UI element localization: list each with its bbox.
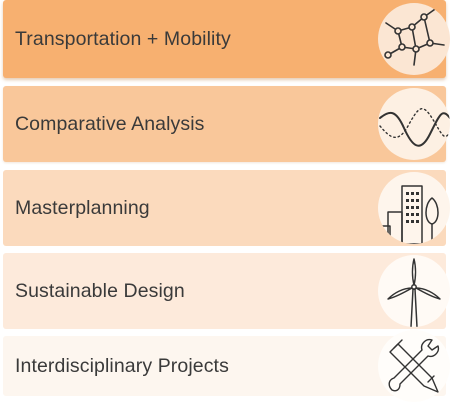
menu-item-sustainable-design[interactable]: Sustainable Design xyxy=(3,253,450,329)
wrench-pencil-icon xyxy=(378,330,450,402)
city-buildings-icon xyxy=(378,172,450,244)
menu-item-label: Masterplanning xyxy=(15,196,150,219)
transit-network-icon xyxy=(378,3,450,75)
waveform-icon xyxy=(378,88,450,160)
menu-item-interdisciplinary-projects[interactable]: Interdisciplinary Projects xyxy=(3,330,450,402)
menu-item-label: Interdisciplinary Projects xyxy=(15,354,229,377)
menu-item-comparative-analysis[interactable]: Comparative Analysis xyxy=(3,86,450,162)
menu-item-label: Transportation + Mobility xyxy=(15,27,231,50)
wind-turbine-icon xyxy=(378,255,450,327)
menu-item-label: Comparative Analysis xyxy=(15,112,205,135)
menu-item-label: Sustainable Design xyxy=(15,279,185,302)
menu-item-masterplanning[interactable]: Masterplanning xyxy=(3,170,450,246)
menu-item-transportation-mobility[interactable]: Transportation + Mobility xyxy=(3,0,450,78)
